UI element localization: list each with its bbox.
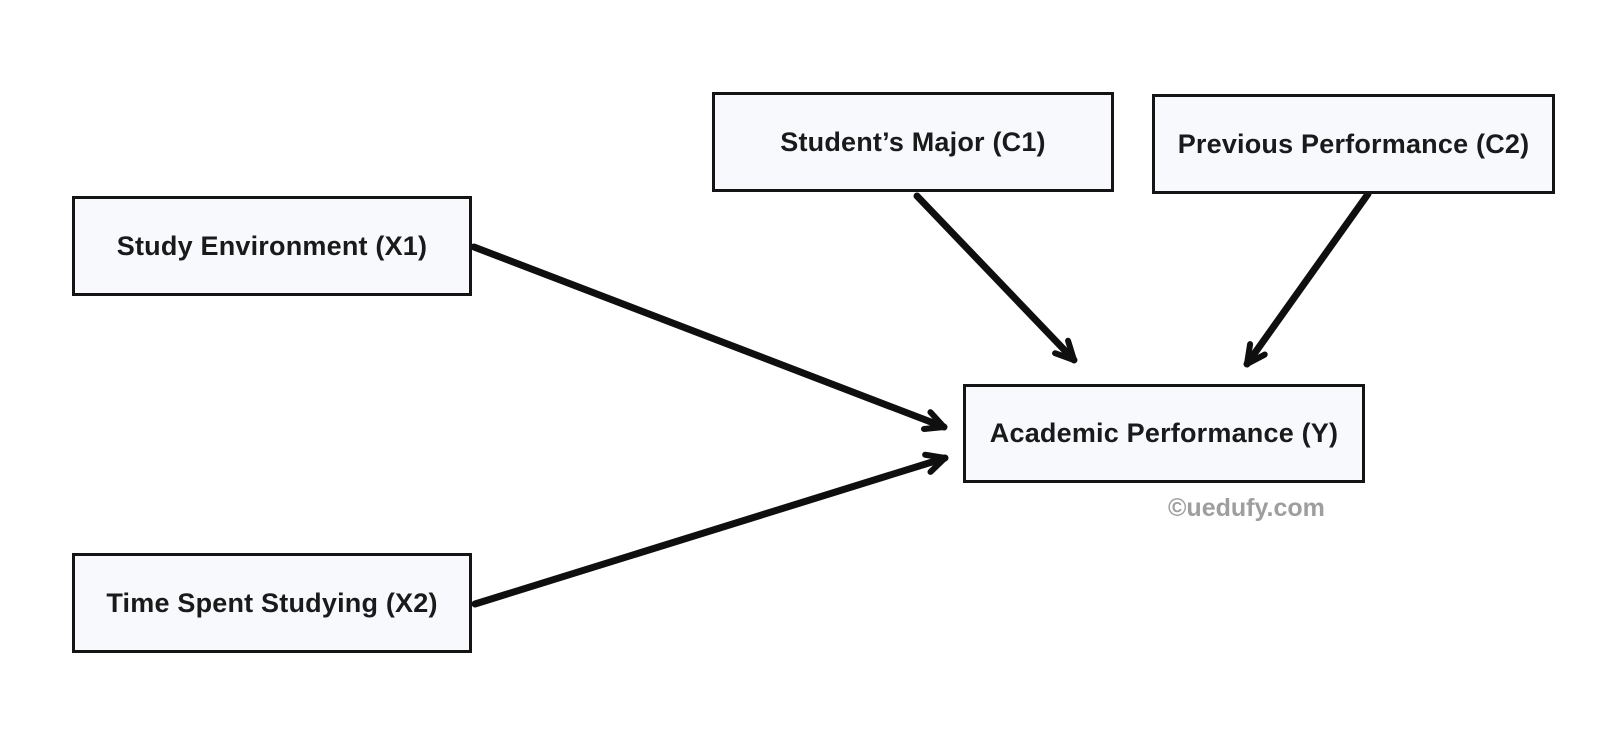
node-students-major-c1-label: Student’s Major (C1)	[780, 126, 1046, 157]
node-previous-performance-c2-label: Previous Performance (C2)	[1177, 128, 1530, 159]
arrow-c2-to-y	[1243, 190, 1372, 368]
node-time-spent-studying-x2-label: Time Spent Studying (X2)	[106, 587, 438, 618]
arrow-c1-to-y	[913, 192, 1078, 364]
watermark: ©uedufy.com	[1168, 494, 1325, 522]
arrow-x2-to-y	[471, 451, 949, 608]
node-academic-performance-y: Academic Performance (Y)	[963, 384, 1365, 483]
node-academic-performance-y-label: Academic Performance (Y)	[989, 418, 1339, 448]
node-time-spent-studying-x2: Time Spent Studying (X2)	[72, 553, 472, 653]
node-students-major-c1: Student’s Major (C1)	[712, 92, 1114, 192]
node-study-environment-x1-label: Study Environment (X1)	[116, 230, 428, 261]
node-study-environment-x1: Study Environment (X1)	[72, 196, 472, 296]
node-previous-performance-c2: Previous Performance (C2)	[1152, 94, 1555, 194]
arrow-x1-to-y	[470, 243, 948, 432]
